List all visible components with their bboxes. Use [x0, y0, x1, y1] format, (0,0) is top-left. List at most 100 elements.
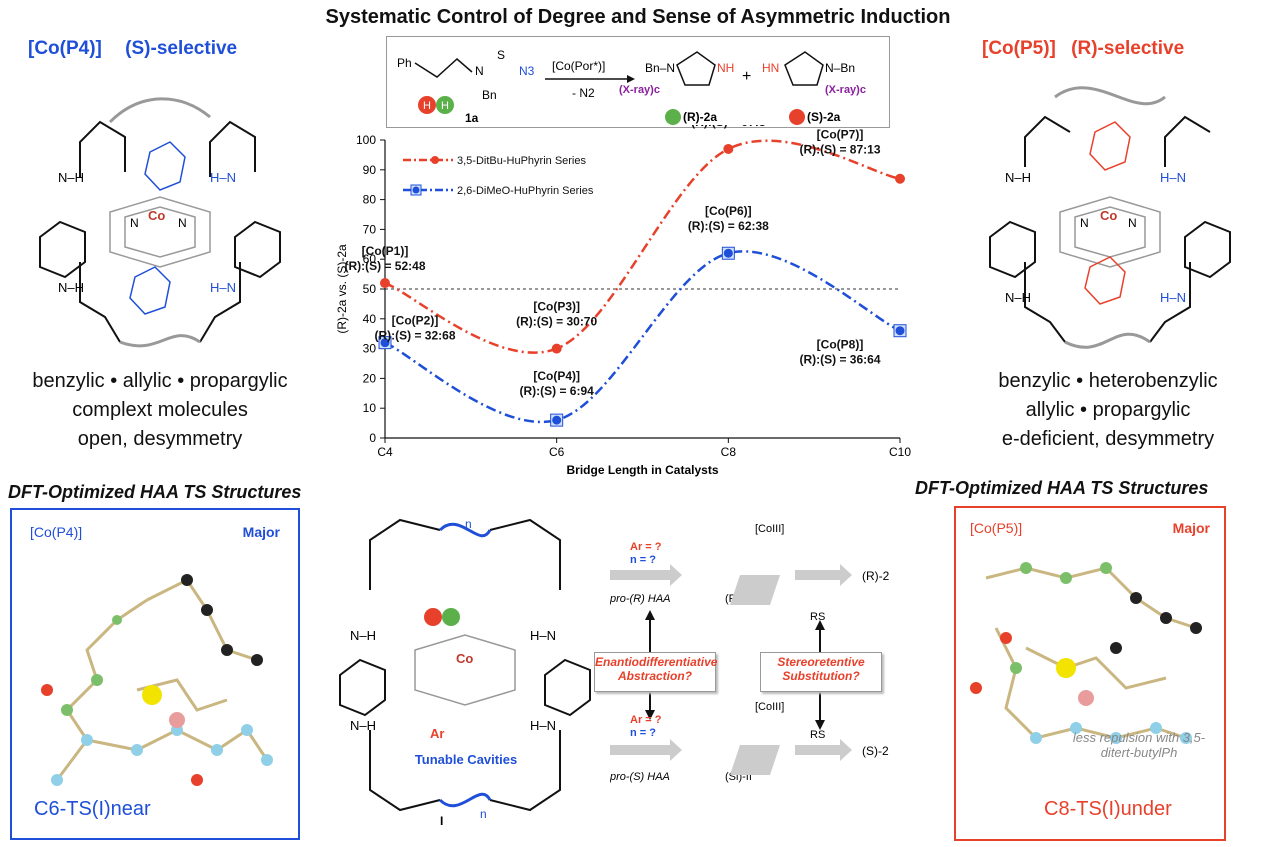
y-tick-label: 10 [363, 401, 377, 415]
left-catalyst-label: [Co(P4)] (S)-selective [28, 38, 237, 60]
page-title: Systematic Control of Degree and Sense o… [325, 6, 951, 28]
point-label-group: [Co(P4)](R):(S) = 6:94 [519, 369, 594, 398]
byproduct: - N2 [572, 86, 595, 100]
svg-text:N3: N3 [519, 64, 535, 78]
chart-point-labels: [Co(P1)](R):(S) = 52:48[Co(P3)](R):(S) =… [344, 125, 880, 398]
y-tick-label: 20 [363, 371, 377, 385]
x-tick-label: C8 [721, 445, 737, 459]
rs-top: RS [810, 611, 825, 623]
left-ts-major: Major [242, 524, 280, 540]
data-point [380, 278, 390, 289]
right-ts-note: less repulsion with 3,5-ditert-butylPh [1072, 730, 1206, 760]
svg-text:H–N: H–N [210, 170, 236, 185]
point-label-group: [Co(P1)](R):(S) = 52:48 [344, 244, 425, 273]
right-ts-catalyst: [Co(P5)] [970, 520, 1023, 536]
svg-text:HN: HN [762, 61, 779, 75]
left-ts-model [41, 574, 273, 786]
svg-text:N–H: N–H [350, 718, 376, 733]
right-ts-major: Major [1172, 520, 1210, 536]
left-ts-name: C6-TS(I)near [34, 798, 151, 820]
svg-text:N: N [1128, 216, 1137, 230]
series-line-1 [384, 250, 901, 424]
y-tick-label: 0 [369, 431, 376, 445]
left-scope: benzylic • allylic • propargylic complex… [10, 367, 310, 454]
point-ratio-label: (R):(S) = 97:3 [691, 125, 766, 129]
svg-text:N: N [130, 216, 139, 230]
substrate-label: 1a [465, 111, 479, 125]
right-scope-line: allylic • propargylic [1025, 399, 1191, 421]
xray-note: (X-ray)c [619, 84, 660, 96]
legend-label: 2,6-DiMeO-HuPhyrin Series [457, 185, 594, 197]
left-ts-catalyst: [Co(P4)] [30, 524, 83, 540]
svg-text:S: S [497, 48, 505, 62]
svg-text:N–H: N–H [58, 280, 84, 295]
xray-note-2: (X-ray)c [825, 84, 866, 96]
point-catalyst-label: [Co(P3)] [533, 300, 580, 314]
bottom-left-heading: DFT-Optimized HAA TS Structures [8, 482, 302, 502]
svg-text:Co: Co [148, 208, 165, 223]
right-catalyst: [Co(P5)] [982, 38, 1056, 59]
n-question-top: n = ? [630, 554, 656, 566]
legend-marker [431, 156, 439, 164]
point-catalyst-label: [Co(P6)] [705, 204, 752, 218]
point-ratio-label: (R):(S) = 30:70 [516, 315, 597, 329]
svg-text:H–N: H–N [1160, 170, 1186, 185]
chart-points [378, 143, 907, 427]
co3-bottom: [CoIII] [755, 701, 784, 713]
left-scope-line: complext molecules [72, 399, 248, 421]
reaction-scheme-drawing: Ph N S N3 H H Bn 1a [Co(Por*)] - N2 Bn–N… [397, 48, 866, 125]
point-label-group: [Co(P8)](R):(S) = 36:64 [799, 338, 880, 367]
y-tick-label: 100 [356, 133, 376, 147]
point-catalyst-label: [Co(P2)] [392, 314, 439, 328]
svg-text:Co: Co [456, 651, 473, 666]
x-axis-title: Bridge Length in Catalysts [566, 463, 718, 477]
chart-series-lines [384, 139, 901, 424]
chart-legend: 3,5-DitBu-HuPhyrin Series 2,6-DiMeO-HuPhy… [403, 155, 594, 197]
svg-text:H–N: H–N [530, 718, 556, 733]
reaction-scheme: Ph N S N3 H H Bn 1a [Co(Por*)] - N2 Bn–N… [386, 36, 890, 128]
mechanism-pathway: Ar = ? n = ? pro-(R) HAA (Re)-II [CoIII]… [610, 523, 890, 783]
ar-question-top: Ar = ? [630, 541, 662, 553]
data-point [895, 326, 905, 336]
legend-label: 3,5-DitBu-HuPhyrin Series [457, 155, 586, 167]
svg-text:H–N: H–N [530, 628, 556, 643]
macrocycle-label: I [440, 814, 443, 828]
y-tick-label: 60 [363, 252, 377, 266]
co3-top: [CoIII] [755, 523, 784, 535]
data-point [895, 173, 905, 184]
pro-s-label: pro-(S) HAA [610, 771, 670, 783]
data-point [723, 248, 733, 258]
svg-text:H: H [423, 100, 431, 112]
right-ts-panel: [Co(P5)] Major less repulsion with 3,5-d… [954, 506, 1226, 841]
data-point [723, 143, 734, 154]
point-ratio-label: (R):(S) = 36:64 [799, 353, 880, 367]
data-point [380, 338, 390, 348]
svg-text:N: N [1080, 216, 1089, 230]
y-tick-label: 40 [363, 312, 377, 326]
catalyst-reagent: [Co(Por*)] [552, 59, 605, 73]
product-r-label: (R)-2a [683, 110, 717, 124]
point-ratio-label: (R):(S) = 87:13 [799, 143, 880, 157]
point-label-group: [Co(P3)](R):(S) = 30:70 [516, 300, 597, 329]
svg-text:Bn: Bn [482, 88, 497, 102]
point-label-group: [Co(P7)](R):(S) = 87:13 [799, 128, 880, 157]
macrocycle-cavity-structure: Co N–H H–N N–H H–N n n I Ar Tunable Cavi… [339, 517, 591, 828]
svg-text:H–N: H–N [1160, 290, 1186, 305]
right-ts-model [970, 562, 1202, 744]
right-scope-line: benzylic • heterobenzylic [998, 370, 1218, 392]
ar-label: Ar [430, 726, 444, 741]
rs-bottom: RS [810, 729, 825, 741]
product-s-label: (S)-2a [807, 110, 841, 124]
left-selectivity: (S)-selective [125, 38, 238, 59]
svg-text:Bn–N: Bn–N [645, 61, 675, 75]
y-tick-label: 70 [363, 222, 377, 236]
y-tick-label: 90 [363, 163, 377, 177]
point-catalyst-label: [Co(P7)] [817, 128, 864, 142]
point-label-group: [Co(P2)](R):(S) = 32:68 [374, 314, 455, 343]
y-tick-label: 30 [363, 342, 377, 356]
series-line-0 [384, 139, 901, 354]
left-scope-line: open, desymmetry [77, 428, 243, 450]
bottom-right-heading: DFT-Optimized HAA TS Structures [915, 478, 1209, 498]
y-axis-title: (R)-2a vs. (S)-2a [335, 244, 349, 334]
